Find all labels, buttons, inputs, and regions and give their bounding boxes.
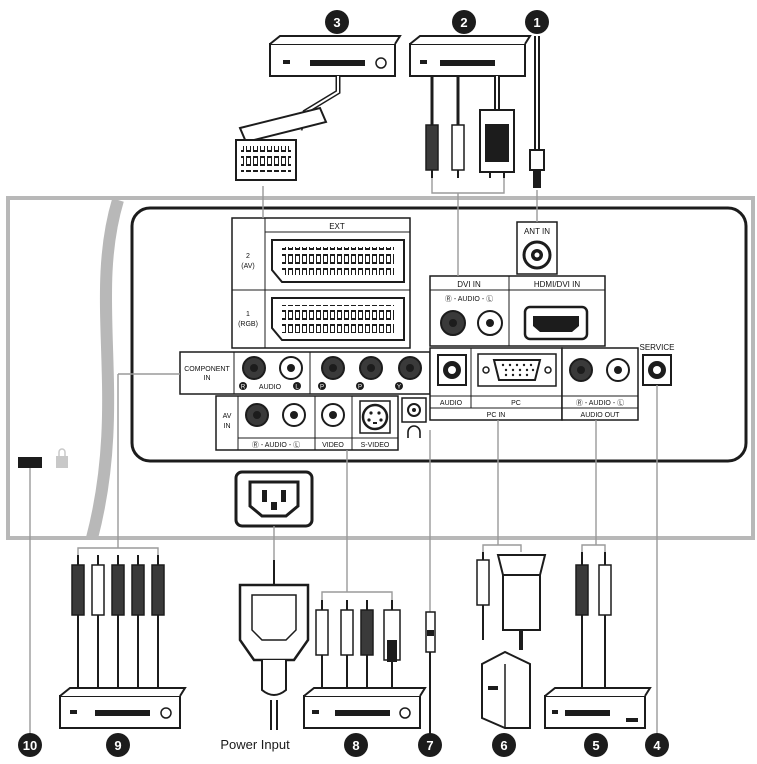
- svg-text:7: 7: [426, 738, 433, 753]
- audio-out-rl-label: Ⓡ - AUDIO - Ⓛ: [576, 399, 624, 407]
- av-audio-label: Ⓡ - AUDIO - Ⓛ: [252, 441, 300, 449]
- audio-out-label: AUDIO OUT: [581, 412, 621, 419]
- pc-in-block: AUDIO PC PC IN: [429, 347, 563, 421]
- y-badge: Y: [397, 385, 401, 391]
- power-inlet: [234, 470, 314, 528]
- pc-in-label: PC IN: [487, 412, 506, 419]
- video-label: VIDEO: [322, 442, 344, 449]
- svg-text:6: 6: [500, 738, 507, 753]
- ext-label: EXT: [329, 222, 345, 231]
- connection-lines: [29, 178, 658, 735]
- device-5-audio-system: [544, 552, 652, 729]
- dvi-hdmi-block: DVI IN Ⓡ - AUDIO - Ⓛ HDMI/DVI IN: [429, 275, 606, 347]
- svg-text:9: 9: [114, 738, 121, 753]
- device-8-av-source: [303, 600, 427, 729]
- device-3-vcr: [235, 35, 402, 181]
- tv-outline: [6, 196, 755, 540]
- service-block: SERVICE: [640, 343, 675, 386]
- av-in-sublabel: IN: [224, 423, 231, 430]
- pc-label: PC: [511, 400, 521, 407]
- callout-7: 7: [418, 733, 442, 757]
- ext-scart-block: EXT 2 (AV) 1 (RGB): [231, 217, 411, 349]
- callout-9: 9: [106, 733, 130, 757]
- svg-text:10: 10: [23, 738, 37, 753]
- headphone-block: [401, 397, 427, 438]
- scart-pins-ext1: [282, 305, 394, 333]
- ext2-number: 2: [246, 253, 250, 260]
- svideo-jack: [361, 403, 389, 431]
- callout-8: 8: [344, 733, 368, 757]
- dvi-audio-label: Ⓡ - AUDIO - Ⓛ: [445, 295, 493, 303]
- scart-pins-ext2: [282, 247, 394, 275]
- headphone-plug: [425, 611, 436, 735]
- comp-l-badge: L: [295, 385, 299, 391]
- callout-5: 5: [584, 733, 608, 757]
- hdmi-dvi-in-label: HDMI/DVI IN: [534, 280, 580, 289]
- ext1-sublabel: (RGB): [238, 321, 258, 328]
- ext2-sublabel: (AV): [241, 263, 254, 270]
- svg-text:5: 5: [592, 738, 599, 753]
- callout-3: 3: [325, 10, 349, 34]
- callout-1: 1: [525, 10, 549, 34]
- kensington-slot: [18, 457, 42, 468]
- svideo-label: S-VIDEO: [361, 442, 390, 449]
- svg-text:3: 3: [333, 15, 340, 30]
- callout-10: 10: [18, 733, 42, 757]
- component-in-sublabel: IN: [204, 375, 211, 382]
- ant-in-block: ANT IN: [516, 221, 558, 275]
- svg-text:8: 8: [352, 738, 359, 753]
- scart-plug: [238, 106, 328, 144]
- headphone-icon: [407, 425, 421, 438]
- power-input-label: Power Input: [220, 737, 290, 752]
- svg-text:2: 2: [460, 15, 467, 30]
- callout-4: 4: [645, 733, 669, 757]
- svg-text:4: 4: [653, 738, 661, 753]
- av-in-block: AV IN Ⓡ - AUDIO - Ⓛ VIDEO S-VIDEO: [215, 395, 399, 451]
- power-cord: Power Input: [220, 560, 310, 752]
- svg-text:1: 1: [533, 15, 540, 30]
- ant-in-label: ANT IN: [524, 227, 550, 236]
- pr-badge: P: [320, 385, 324, 391]
- pb-badge: P: [358, 385, 362, 391]
- component-in-block: COMPONENT IN R AUDIO L P P Y: [179, 351, 431, 395]
- av-label: AV: [223, 413, 232, 420]
- lock-icon: [56, 448, 68, 468]
- service-label: SERVICE: [640, 343, 675, 352]
- antenna-cable: [529, 36, 545, 188]
- ext1-number: 1: [246, 311, 250, 318]
- audio-out-block: Ⓡ - AUDIO - Ⓛ AUDIO OUT: [561, 347, 639, 421]
- pc-audio-label: AUDIO: [440, 400, 463, 407]
- callout-6: 6: [492, 733, 516, 757]
- component-label: COMPONENT: [184, 366, 230, 373]
- comp-r-badge: R: [241, 385, 246, 391]
- device-6-pc: [476, 552, 547, 729]
- tv-side-curve: [86, 198, 124, 540]
- device-9-component-source: [59, 555, 187, 729]
- comp-audio-label: AUDIO: [259, 384, 282, 391]
- callout-2: 2: [452, 10, 476, 34]
- dvi-in-label: DVI IN: [457, 280, 481, 289]
- device-2-dvd: [409, 35, 532, 178]
